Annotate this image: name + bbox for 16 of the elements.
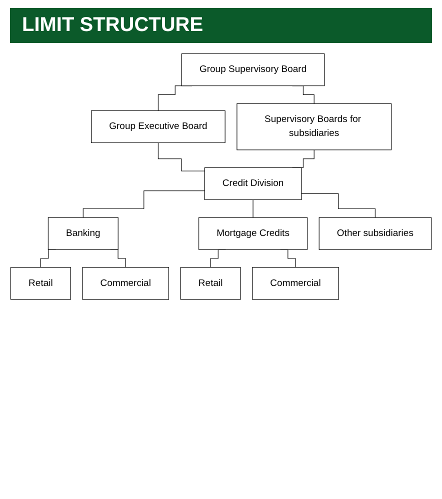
- node-box: Supervisory Boards for subsidiaries: [236, 103, 392, 150]
- node-box: Group Executive Board: [91, 110, 226, 144]
- node-box: Retail: [10, 267, 71, 300]
- title-banner: LIMIT STRUCTURE: [10, 8, 432, 43]
- node-box: Other subsidiaries: [318, 217, 432, 250]
- node-box: Mortgage Credits: [198, 217, 308, 250]
- node-box: Commercial: [82, 267, 170, 300]
- node-box: Commercial: [252, 267, 339, 300]
- connector: [252, 199, 254, 218]
- node-box: Credit Division: [204, 167, 302, 200]
- node-box: Banking: [48, 217, 118, 250]
- connector: [82, 190, 205, 218]
- node-box: Retail: [180, 267, 241, 300]
- connector: [301, 193, 376, 218]
- node-box: Group Supervisory Board: [181, 53, 325, 86]
- connector: [158, 142, 205, 172]
